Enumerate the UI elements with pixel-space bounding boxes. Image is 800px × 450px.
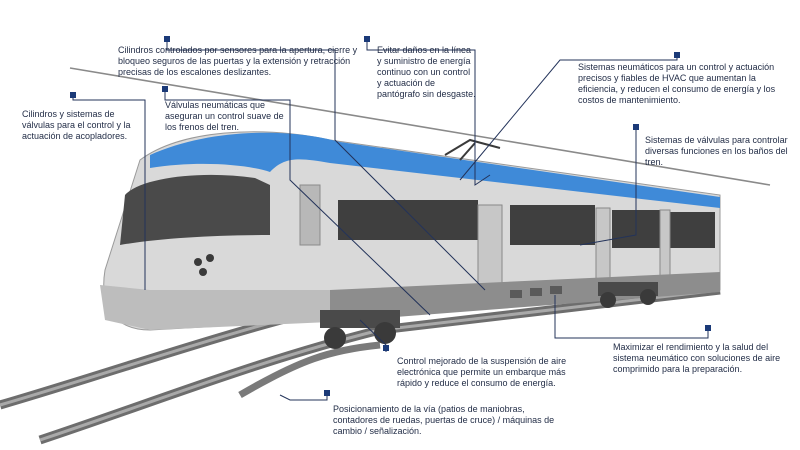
cab-door (299, 184, 321, 246)
callout-compressed-air: Maximizar el rendimiento y la salud del … (613, 342, 781, 374)
leader-lines (72, 42, 709, 401)
callout-marker (70, 92, 76, 98)
callout-marker (383, 345, 389, 351)
callout-suspension: Control mejorado de la suspensión de air… (397, 356, 567, 388)
callout-marker (633, 124, 639, 130)
callout-marker (705, 325, 711, 331)
headlight (194, 258, 202, 266)
callout-couplers: Cilindros y sistemas de válvulas para el… (22, 109, 131, 141)
callout-toilets: Sistemas de válvulas para controlar dive… (645, 135, 788, 167)
callout-marker (364, 36, 370, 42)
windshield (120, 174, 270, 245)
bogie (598, 282, 658, 308)
headlight (199, 268, 207, 276)
callout-marker (162, 86, 168, 92)
passenger-doors (477, 204, 671, 296)
callout-hvac: Sistemas neumáticos para un control y ac… (578, 62, 776, 105)
callout-marker (324, 390, 330, 396)
callout-sliding-steps: Cilindros controlados por sensores para … (118, 45, 358, 77)
side-windows (338, 200, 715, 248)
roof-stripe (150, 132, 720, 208)
callout-trackside: Posicionamiento de la vía (patios de man… (333, 404, 555, 436)
callout-marker (164, 36, 170, 42)
callout-brakes: Válvulas neumáticas que aseguran un cont… (165, 100, 284, 132)
pantograph (444, 138, 501, 161)
callout-marker (674, 52, 680, 58)
callout-pantograph: Evitar daños en la línea y suministro de… (377, 45, 476, 99)
headlight (206, 254, 214, 262)
bogie (320, 310, 400, 349)
train (100, 131, 721, 349)
overhead-catenary (69, 67, 771, 186)
